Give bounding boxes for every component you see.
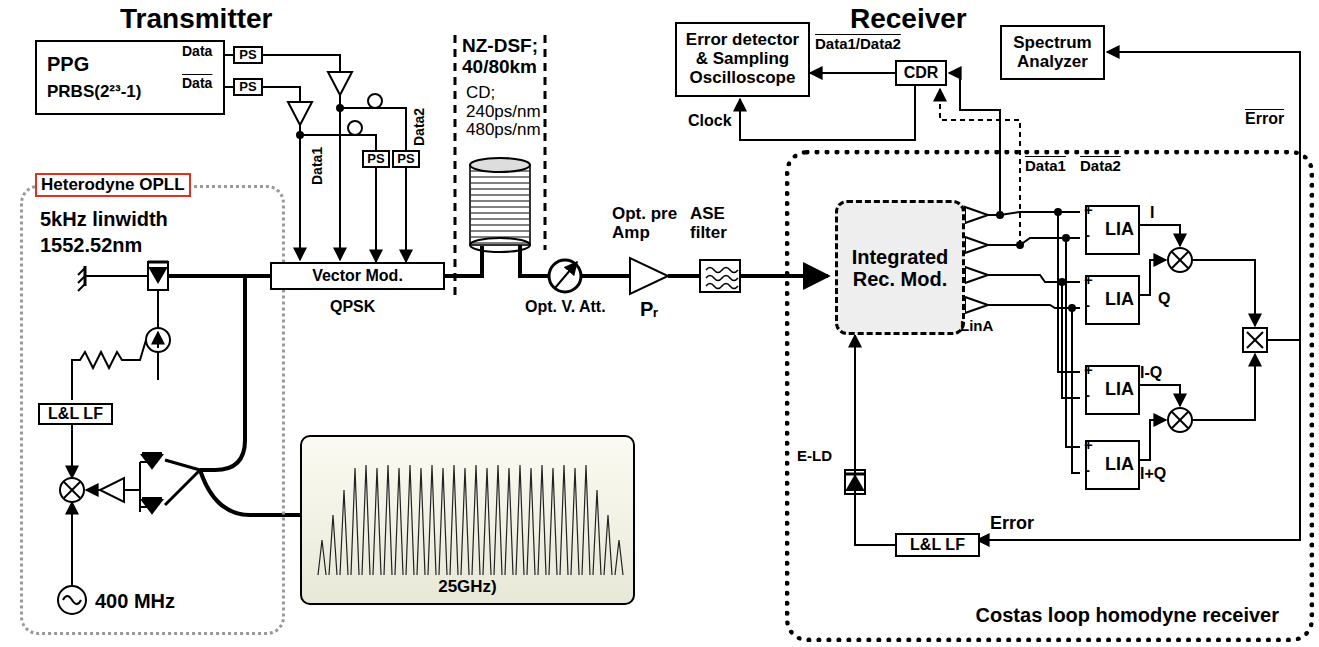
node-text: LIA	[1105, 455, 1134, 475]
signal-label: LinA	[960, 318, 993, 335]
signal-label: I+Q	[1140, 465, 1166, 483]
limiting-amp: LIA	[1085, 365, 1140, 415]
process-box: Spectrum Analyzer	[1000, 25, 1105, 80]
signal-label: Data2	[1080, 158, 1121, 175]
process-box: Vector Mod.	[270, 262, 445, 290]
signal-label: E-LD	[797, 448, 832, 465]
signal-label: Data1/Data2	[815, 36, 901, 53]
signal-wire	[225, 86, 233, 88]
limiting-amp: LIA	[1085, 440, 1140, 490]
signal-label: I-Q	[1140, 364, 1162, 382]
section-heading: Transmitter	[120, 4, 273, 35]
process-box: L&L LF	[895, 533, 980, 557]
signal-label: Opt. pre Amp	[612, 205, 684, 242]
signal-wire	[855, 335, 895, 545]
signal-label: QPSK	[330, 298, 375, 316]
node-text: Vector Mod.	[312, 267, 403, 285]
signal-label: Clock	[688, 112, 732, 130]
input-polarity: +	[1084, 362, 1093, 379]
input-polarity: -	[1085, 462, 1090, 479]
node-text: Integrated Rec. Mod.	[845, 246, 955, 290]
node-text: LIA	[1105, 290, 1134, 310]
node-text: PS	[367, 152, 384, 166]
node-text: L&L LF	[48, 405, 103, 423]
phase-shifter: PS	[233, 78, 263, 96]
node-text: Costas loop homodyne receiver	[976, 604, 1279, 627]
signal-label: 1552.52nm	[40, 234, 142, 256]
process-box: CDR	[895, 60, 947, 86]
phase-shifter: PS	[362, 150, 390, 168]
signal-label: ASE filter	[690, 205, 746, 242]
signal-wire	[810, 72, 895, 74]
signal-label: 5kHz linwidth	[40, 208, 168, 230]
signal-label: Data2	[412, 108, 427, 146]
spectrum-plot: 25GHz)	[300, 435, 635, 605]
signal-label: Pᵣ	[640, 298, 658, 320]
node-text: Spectrum Analyzer	[1006, 34, 1099, 71]
node-text: PPG	[47, 53, 89, 75]
signal-label: Data1	[310, 147, 325, 185]
receiver-region: Costas loop homodyne receiver Integrated …	[785, 150, 1314, 642]
node-text: LIA	[1105, 220, 1134, 240]
signal-label: Opt. V. Att.	[525, 298, 606, 316]
receiver-module: Integrated Rec. Mod.	[835, 200, 965, 335]
signal-label: 400 MHz	[95, 590, 175, 612]
node-text: PRBS(2²³-1)	[47, 83, 141, 102]
signal-label: NZ-DSF; 40/80km	[462, 36, 572, 78]
limiting-amp: LIA	[1085, 205, 1140, 255]
signal-label: Data1	[1025, 158, 1066, 175]
signal-label: Q	[1158, 290, 1170, 308]
phase-shifter: PS	[392, 150, 420, 168]
limiting-amp: LIA	[1085, 275, 1140, 325]
input-polarity: -	[1085, 297, 1090, 314]
input-polarity: -	[1085, 387, 1090, 404]
process-box: Error detector & Sampling Oscilloscope	[675, 22, 810, 97]
signal-label: Data	[182, 44, 212, 59]
signal-label: Data	[182, 76, 212, 91]
node-text: L&L LF	[910, 536, 965, 554]
signal-wire	[375, 168, 377, 262]
section-heading: Receiver	[850, 4, 967, 35]
node-text: LIA	[1105, 380, 1134, 400]
signal-label: CD; 240ps/nm 480ps/nm	[466, 84, 561, 140]
signal-label: Error	[1245, 110, 1284, 128]
node-text: Error detector & Sampling Oscilloscope	[681, 31, 804, 87]
node-text: Heterodyne OPLL	[35, 173, 191, 197]
input-polarity: +	[1084, 437, 1093, 454]
node-text: PS	[239, 48, 256, 62]
node-text: PS	[397, 152, 414, 166]
input-polarity: +	[1084, 272, 1093, 289]
signal-wire	[405, 168, 407, 262]
signal-wire	[225, 54, 233, 56]
signal-label: I	[1150, 204, 1154, 222]
node-text: 25GHz)	[438, 577, 497, 597]
process-box: L&L LF	[38, 403, 113, 425]
phase-shifter: PS	[233, 46, 263, 64]
node-text: CDR	[904, 64, 939, 82]
input-polarity: +	[1084, 202, 1093, 219]
signal-label: Error	[990, 514, 1034, 534]
node-text: PS	[239, 80, 256, 94]
input-polarity: -	[1085, 227, 1090, 244]
